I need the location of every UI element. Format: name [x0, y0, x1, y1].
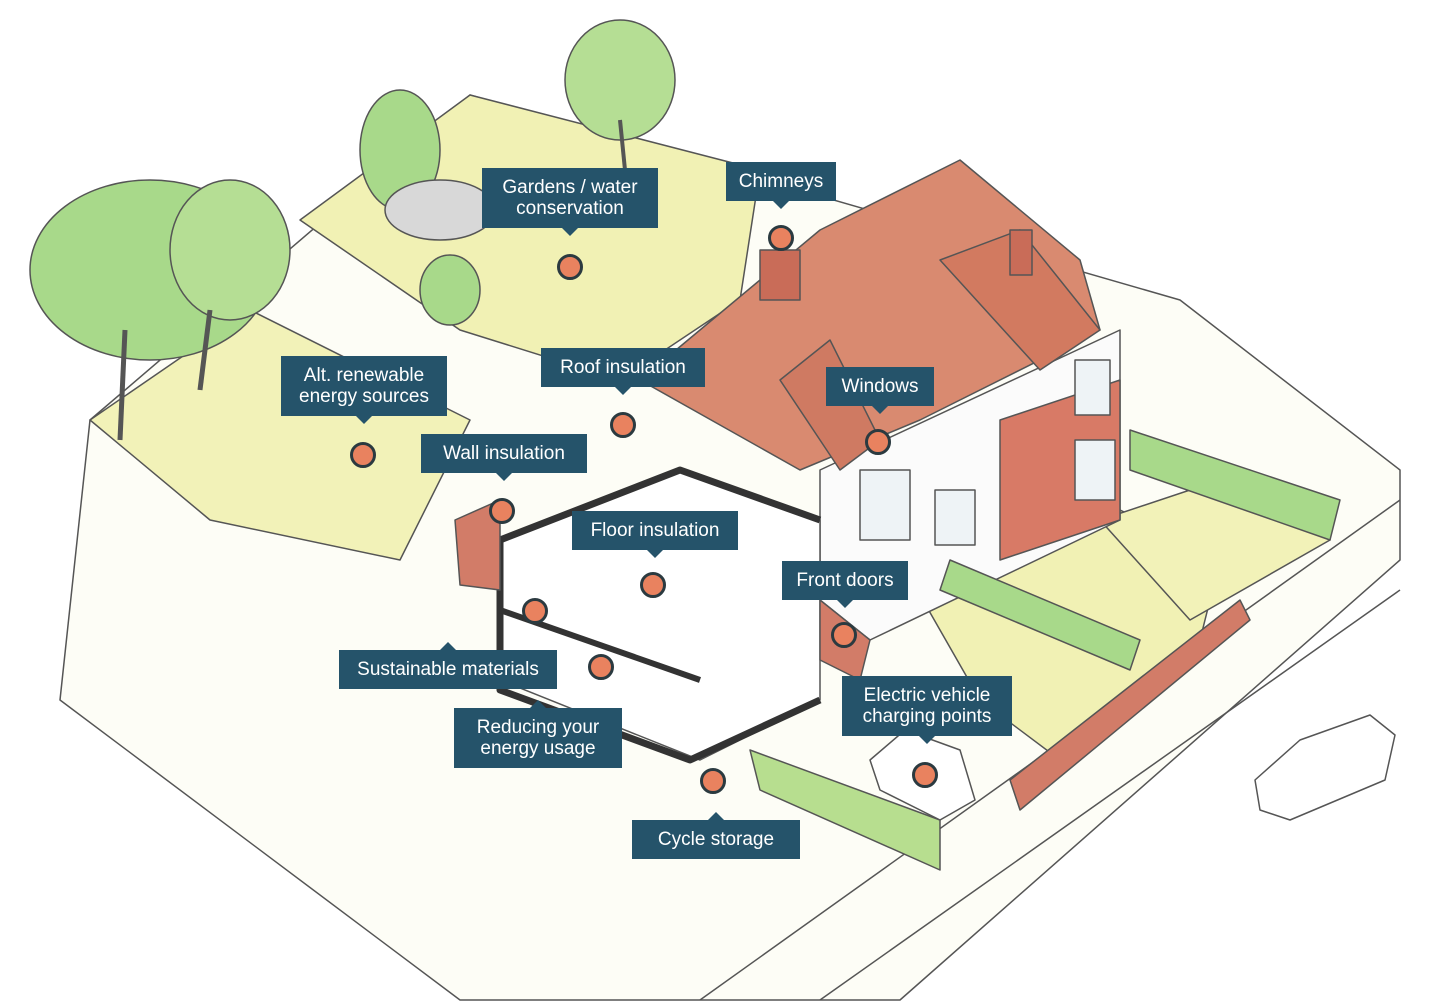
hotspot-energy-usage[interactable]	[588, 654, 614, 680]
label-windows-text: Windows	[841, 376, 919, 397]
car-outline	[1254, 714, 1396, 821]
hotspot-ev-charging[interactable]	[912, 762, 938, 788]
extension-upper-outline	[498, 466, 822, 544]
label-materials-text: Sustainable materials	[357, 659, 539, 680]
hotspot-front-doors[interactable]	[831, 622, 857, 648]
label-front-doors[interactable]: Front doors	[782, 561, 908, 608]
hotspot-chimneys[interactable]	[768, 225, 794, 251]
hedge-front	[749, 749, 941, 871]
gable-roof	[939, 229, 1101, 371]
label-roof-insulation[interactable]: Roof insulation	[541, 348, 705, 395]
label-wall-insulation[interactable]: Wall insulation	[421, 434, 587, 481]
tree-left-trunk-2	[197, 309, 213, 391]
hotspot-windows[interactable]	[865, 429, 891, 455]
shrub-mid	[419, 254, 481, 326]
chimney-main	[759, 249, 801, 301]
window-2	[934, 489, 976, 546]
hotspot-cycle-storage[interactable]	[700, 768, 726, 794]
label-chimneys-text: Chimneys	[738, 171, 824, 192]
road-edge	[819, 589, 1401, 1001]
window-3	[1074, 359, 1111, 416]
hotspot-wall-insulation[interactable]	[489, 498, 515, 524]
garden-pond	[384, 179, 496, 241]
label-roof-insulation-text: Roof insulation	[560, 357, 686, 378]
hotspot-gardens[interactable]	[557, 254, 583, 280]
tree-left-canopy-2	[169, 179, 291, 321]
label-materials[interactable]: Sustainable materials	[339, 642, 557, 689]
label-windows[interactable]: Windows	[826, 367, 934, 414]
label-cycle-storage-text: Cycle storage	[657, 829, 775, 850]
hotspot-roof-insulation[interactable]	[610, 412, 636, 438]
hotspot-materials[interactable]	[522, 598, 548, 624]
label-floor-insulation[interactable]: Floor insulation	[572, 511, 738, 558]
label-cycle-storage[interactable]: Cycle storage	[632, 812, 800, 859]
side-wall-brick	[454, 499, 501, 591]
tree-left-trunk	[117, 329, 128, 441]
window-1	[859, 469, 911, 541]
label-wall-insulation-text: Wall insulation	[443, 443, 565, 464]
tree-back-trunk	[618, 119, 627, 171]
main-roof	[639, 159, 1101, 471]
garden-wall-brick	[1009, 599, 1251, 811]
hedge-garden	[939, 559, 1141, 671]
chimney-side	[1009, 229, 1033, 276]
window-4	[1074, 439, 1116, 501]
hotspot-floor-insulation[interactable]	[640, 572, 666, 598]
label-floor-insulation-text: Floor insulation	[590, 520, 720, 541]
label-front-doors-text: Front doors	[796, 570, 894, 591]
hedge-right	[1129, 429, 1341, 541]
label-chimneys[interactable]: Chimneys	[726, 162, 836, 209]
hotspot-renewables[interactable]	[350, 442, 376, 468]
